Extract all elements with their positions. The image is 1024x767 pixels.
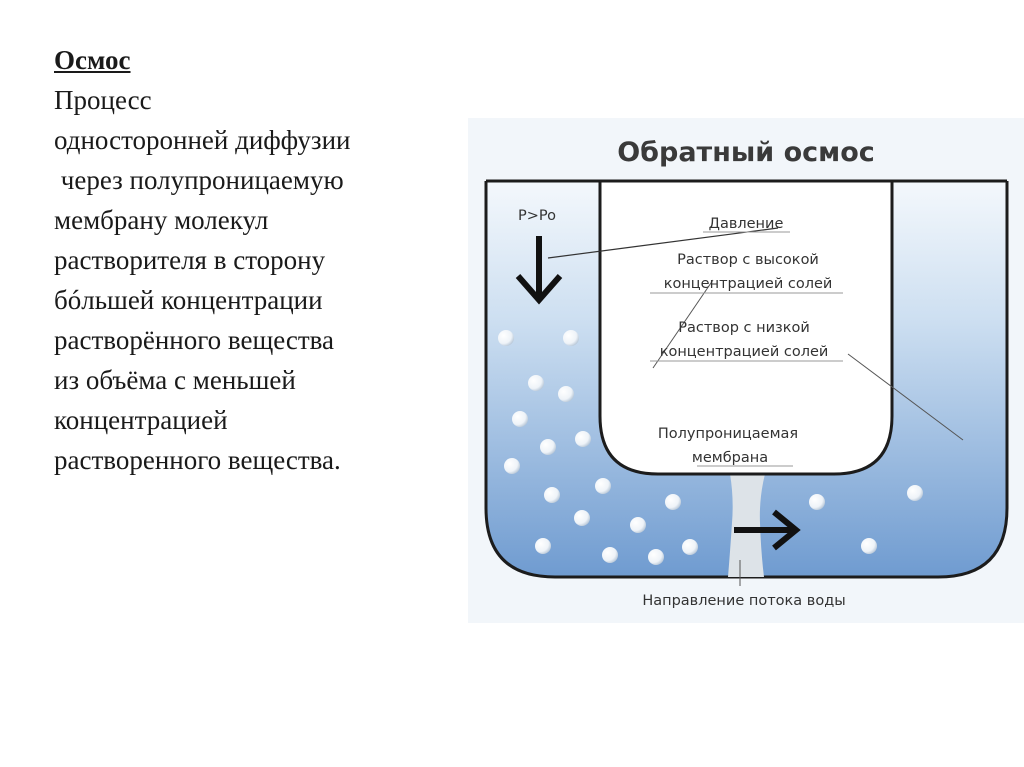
reverse-osmosis-diagram: Обратный осмос P>Po Давление Раствор с в… bbox=[468, 118, 1024, 623]
text-line: растворённого вещества bbox=[54, 325, 335, 355]
text-line: мембрану молекул bbox=[54, 205, 269, 235]
description-text: Осмос Процесс односторонней диффузии чер… bbox=[54, 40, 454, 480]
salt-particle bbox=[861, 538, 877, 554]
pressure-label: P>Po bbox=[518, 208, 556, 224]
inner-vessel bbox=[598, 179, 894, 476]
salt-particle bbox=[558, 386, 574, 402]
salt-particle bbox=[602, 547, 618, 563]
salt-particle bbox=[575, 431, 591, 447]
salt-particle bbox=[648, 549, 664, 565]
diagram-svg: Обратный осмос P>Po Давление Раствор с в… bbox=[468, 118, 1024, 623]
diagram-title: Обратный осмос bbox=[617, 137, 875, 168]
salt-particle bbox=[528, 375, 544, 391]
salt-particle bbox=[630, 517, 646, 533]
label-low-line2: концентрацией солей bbox=[660, 344, 829, 360]
salt-particle bbox=[540, 439, 556, 455]
salt-particle bbox=[595, 478, 611, 494]
salt-particle bbox=[504, 458, 520, 474]
salt-particle bbox=[535, 538, 551, 554]
leader-pressure bbox=[547, 227, 779, 259]
salt-particle bbox=[682, 539, 698, 555]
label-membrane-line2: мембрана bbox=[692, 450, 768, 466]
salt-particle bbox=[665, 494, 681, 510]
text-line: через полупроницаемую bbox=[54, 165, 344, 195]
text-line: из объёма с меньшей bbox=[54, 365, 296, 395]
salt-particle bbox=[907, 485, 923, 501]
label-membrane-line1: Полупроницаемая bbox=[658, 426, 798, 442]
salt-particle bbox=[544, 487, 560, 503]
salt-particles bbox=[498, 330, 923, 565]
membrane bbox=[728, 474, 765, 577]
salt-particle bbox=[809, 494, 825, 510]
label-low-line1: Раствор с низкой bbox=[678, 320, 810, 336]
text-line: растворенного вещества. bbox=[54, 445, 341, 475]
salt-particle bbox=[498, 330, 514, 346]
text-line: Процесс bbox=[54, 85, 152, 115]
pressure-arrow-icon bbox=[515, 236, 563, 305]
leader-low bbox=[847, 353, 964, 441]
salt-particle bbox=[574, 510, 590, 526]
label-high-line2: концентрацией солей bbox=[664, 276, 833, 292]
label-pressure: Давление bbox=[709, 216, 784, 232]
flow-arrow-icon bbox=[734, 509, 801, 551]
leader-high bbox=[652, 279, 714, 369]
salt-particle bbox=[512, 411, 528, 427]
salt-particle bbox=[563, 330, 579, 346]
text-line: бóльшей концентрации bbox=[54, 285, 323, 315]
label-high-line1: Раствор с высокой bbox=[677, 252, 819, 268]
heading-osmosis: Осмос bbox=[54, 45, 131, 75]
text-line: концентрацией bbox=[54, 405, 228, 435]
text-line: растворителя в сторону bbox=[54, 245, 326, 275]
text-line: односторонней диффузии bbox=[54, 125, 351, 155]
label-flow: Направление потока воды bbox=[642, 593, 845, 609]
